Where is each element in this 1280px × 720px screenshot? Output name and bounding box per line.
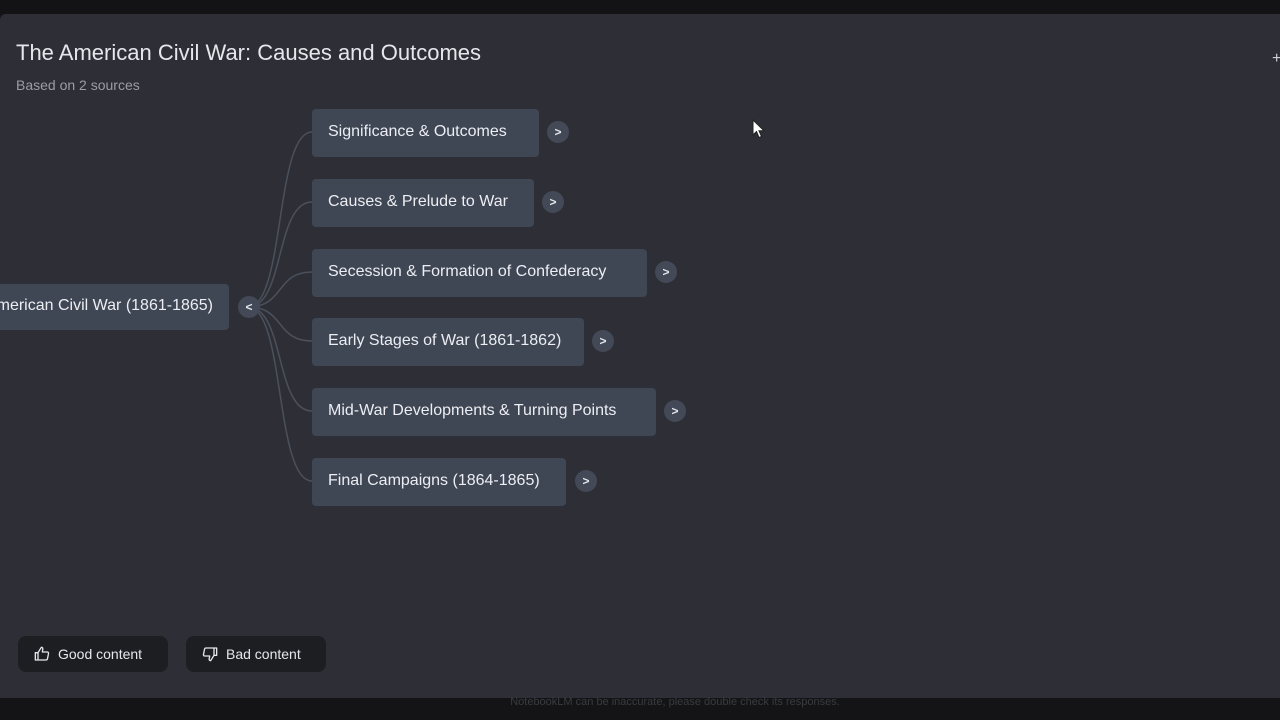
- bad-content-button[interactable]: Bad content: [186, 636, 326, 672]
- mindmap-panel: The American Civil War: Causes and Outco…: [0, 14, 1280, 698]
- mindmap-links: [247, 131, 313, 482]
- edge-control-icon[interactable]: +: [1272, 50, 1280, 67]
- expand-significance-outcomes-button[interactable]: >: [547, 121, 569, 143]
- expand-final-campaigns-button[interactable]: >: [575, 470, 597, 492]
- expand-causes-prelude-button[interactable]: >: [542, 191, 564, 213]
- mouse-cursor-icon: [752, 119, 766, 139]
- mindmap-node-mid-war[interactable]: Mid-War Developments & Turning Points: [312, 388, 656, 436]
- link-mid-war: [247, 306, 313, 412]
- bad-content-label: Bad content: [226, 646, 301, 662]
- source-count: Based on 2 sources: [16, 77, 140, 93]
- collapse-root-button[interactable]: <: [238, 296, 260, 318]
- expand-mid-war-button[interactable]: >: [664, 400, 686, 422]
- thumbs-down-icon: [202, 647, 218, 662]
- mindmap-node-early-stages[interactable]: Early Stages of War (1861-1862): [312, 318, 584, 366]
- link-significance: [247, 131, 313, 308]
- thumbs-up-icon: [34, 646, 50, 661]
- disclaimer-text: NotebookLM can be inaccurate, please dou…: [510, 696, 840, 708]
- mindmap-root-node[interactable]: American Civil War (1861-1865): [0, 284, 229, 330]
- mindmap-node-causes-prelude[interactable]: Causes & Prelude to War: [312, 179, 534, 227]
- page-title: The American Civil War: Causes and Outco…: [16, 40, 482, 65]
- mindmap-node-secession-confederacy[interactable]: Secession & Formation of Confederacy: [312, 249, 647, 297]
- mindmap-node-significance-outcomes[interactable]: Significance & Outcomes: [312, 109, 539, 157]
- expand-early-stages-button[interactable]: >: [592, 330, 614, 352]
- mindmap-node-final-campaigns[interactable]: Final Campaigns (1864-1865): [312, 458, 566, 506]
- good-content-button[interactable]: Good content: [18, 636, 168, 672]
- good-content-label: Good content: [58, 646, 143, 662]
- window-top-strip: [0, 0, 1280, 14]
- expand-secession-confederacy-button[interactable]: >: [655, 261, 677, 283]
- link-final-campaigns: [247, 306, 313, 482]
